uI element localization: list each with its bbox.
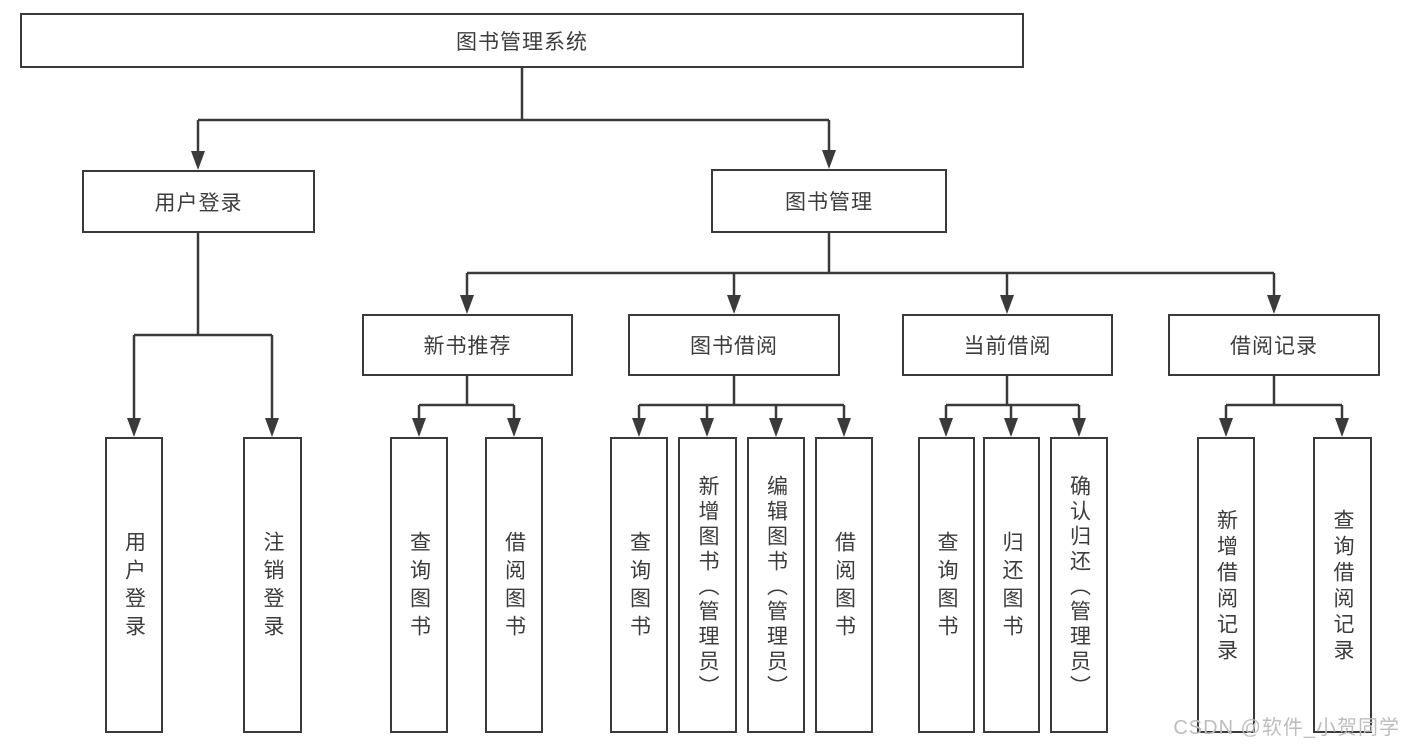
node-borrow-record: 借阅记录	[1168, 314, 1380, 376]
node-cb-confirm-return-admin: 确认归还（管理员）	[1050, 437, 1108, 733]
node-root: 图书管理系统	[20, 13, 1024, 68]
node-leaf-logout: 注销登录	[243, 437, 302, 733]
node-bb-query-books: 查询图书	[610, 437, 668, 733]
connector-user-login	[127, 233, 279, 437]
csdn-watermark: CSDN @软件_小贺同学	[1173, 717, 1400, 739]
connector-book-borrow	[632, 376, 851, 437]
connector-current-borrow	[939, 376, 1086, 437]
node-current-borrow: 当前借阅	[902, 314, 1113, 376]
node-leaf-user-login: 用户登录	[105, 437, 163, 733]
connector-new-book-rec	[412, 376, 521, 437]
connector-root	[191, 68, 836, 170]
connector-book-mgmt	[460, 233, 1281, 314]
node-book-borrow: 图书借阅	[628, 314, 840, 376]
node-br-add-record: 新增借阅记录	[1197, 437, 1255, 733]
node-cb-query-books: 查询图书	[918, 437, 975, 733]
connector-borrow-record	[1219, 376, 1349, 437]
node-book-mgmt: 图书管理	[711, 169, 947, 233]
node-user-login: 用户登录	[82, 170, 315, 233]
node-bb-borrow-books: 借阅图书	[815, 437, 873, 733]
node-nbr-query-books: 查询图书	[390, 437, 448, 733]
node-new-book-rec: 新书推荐	[362, 314, 573, 376]
node-br-query-record: 查询借阅记录	[1313, 437, 1372, 733]
node-nbr-borrow-books: 借阅图书	[485, 437, 543, 733]
node-cb-return-books: 归还图书	[983, 437, 1040, 733]
node-bb-edit-books-admin: 编辑图书（管理员）	[747, 437, 805, 733]
node-bb-add-books-admin: 新增图书（管理员）	[678, 437, 737, 733]
